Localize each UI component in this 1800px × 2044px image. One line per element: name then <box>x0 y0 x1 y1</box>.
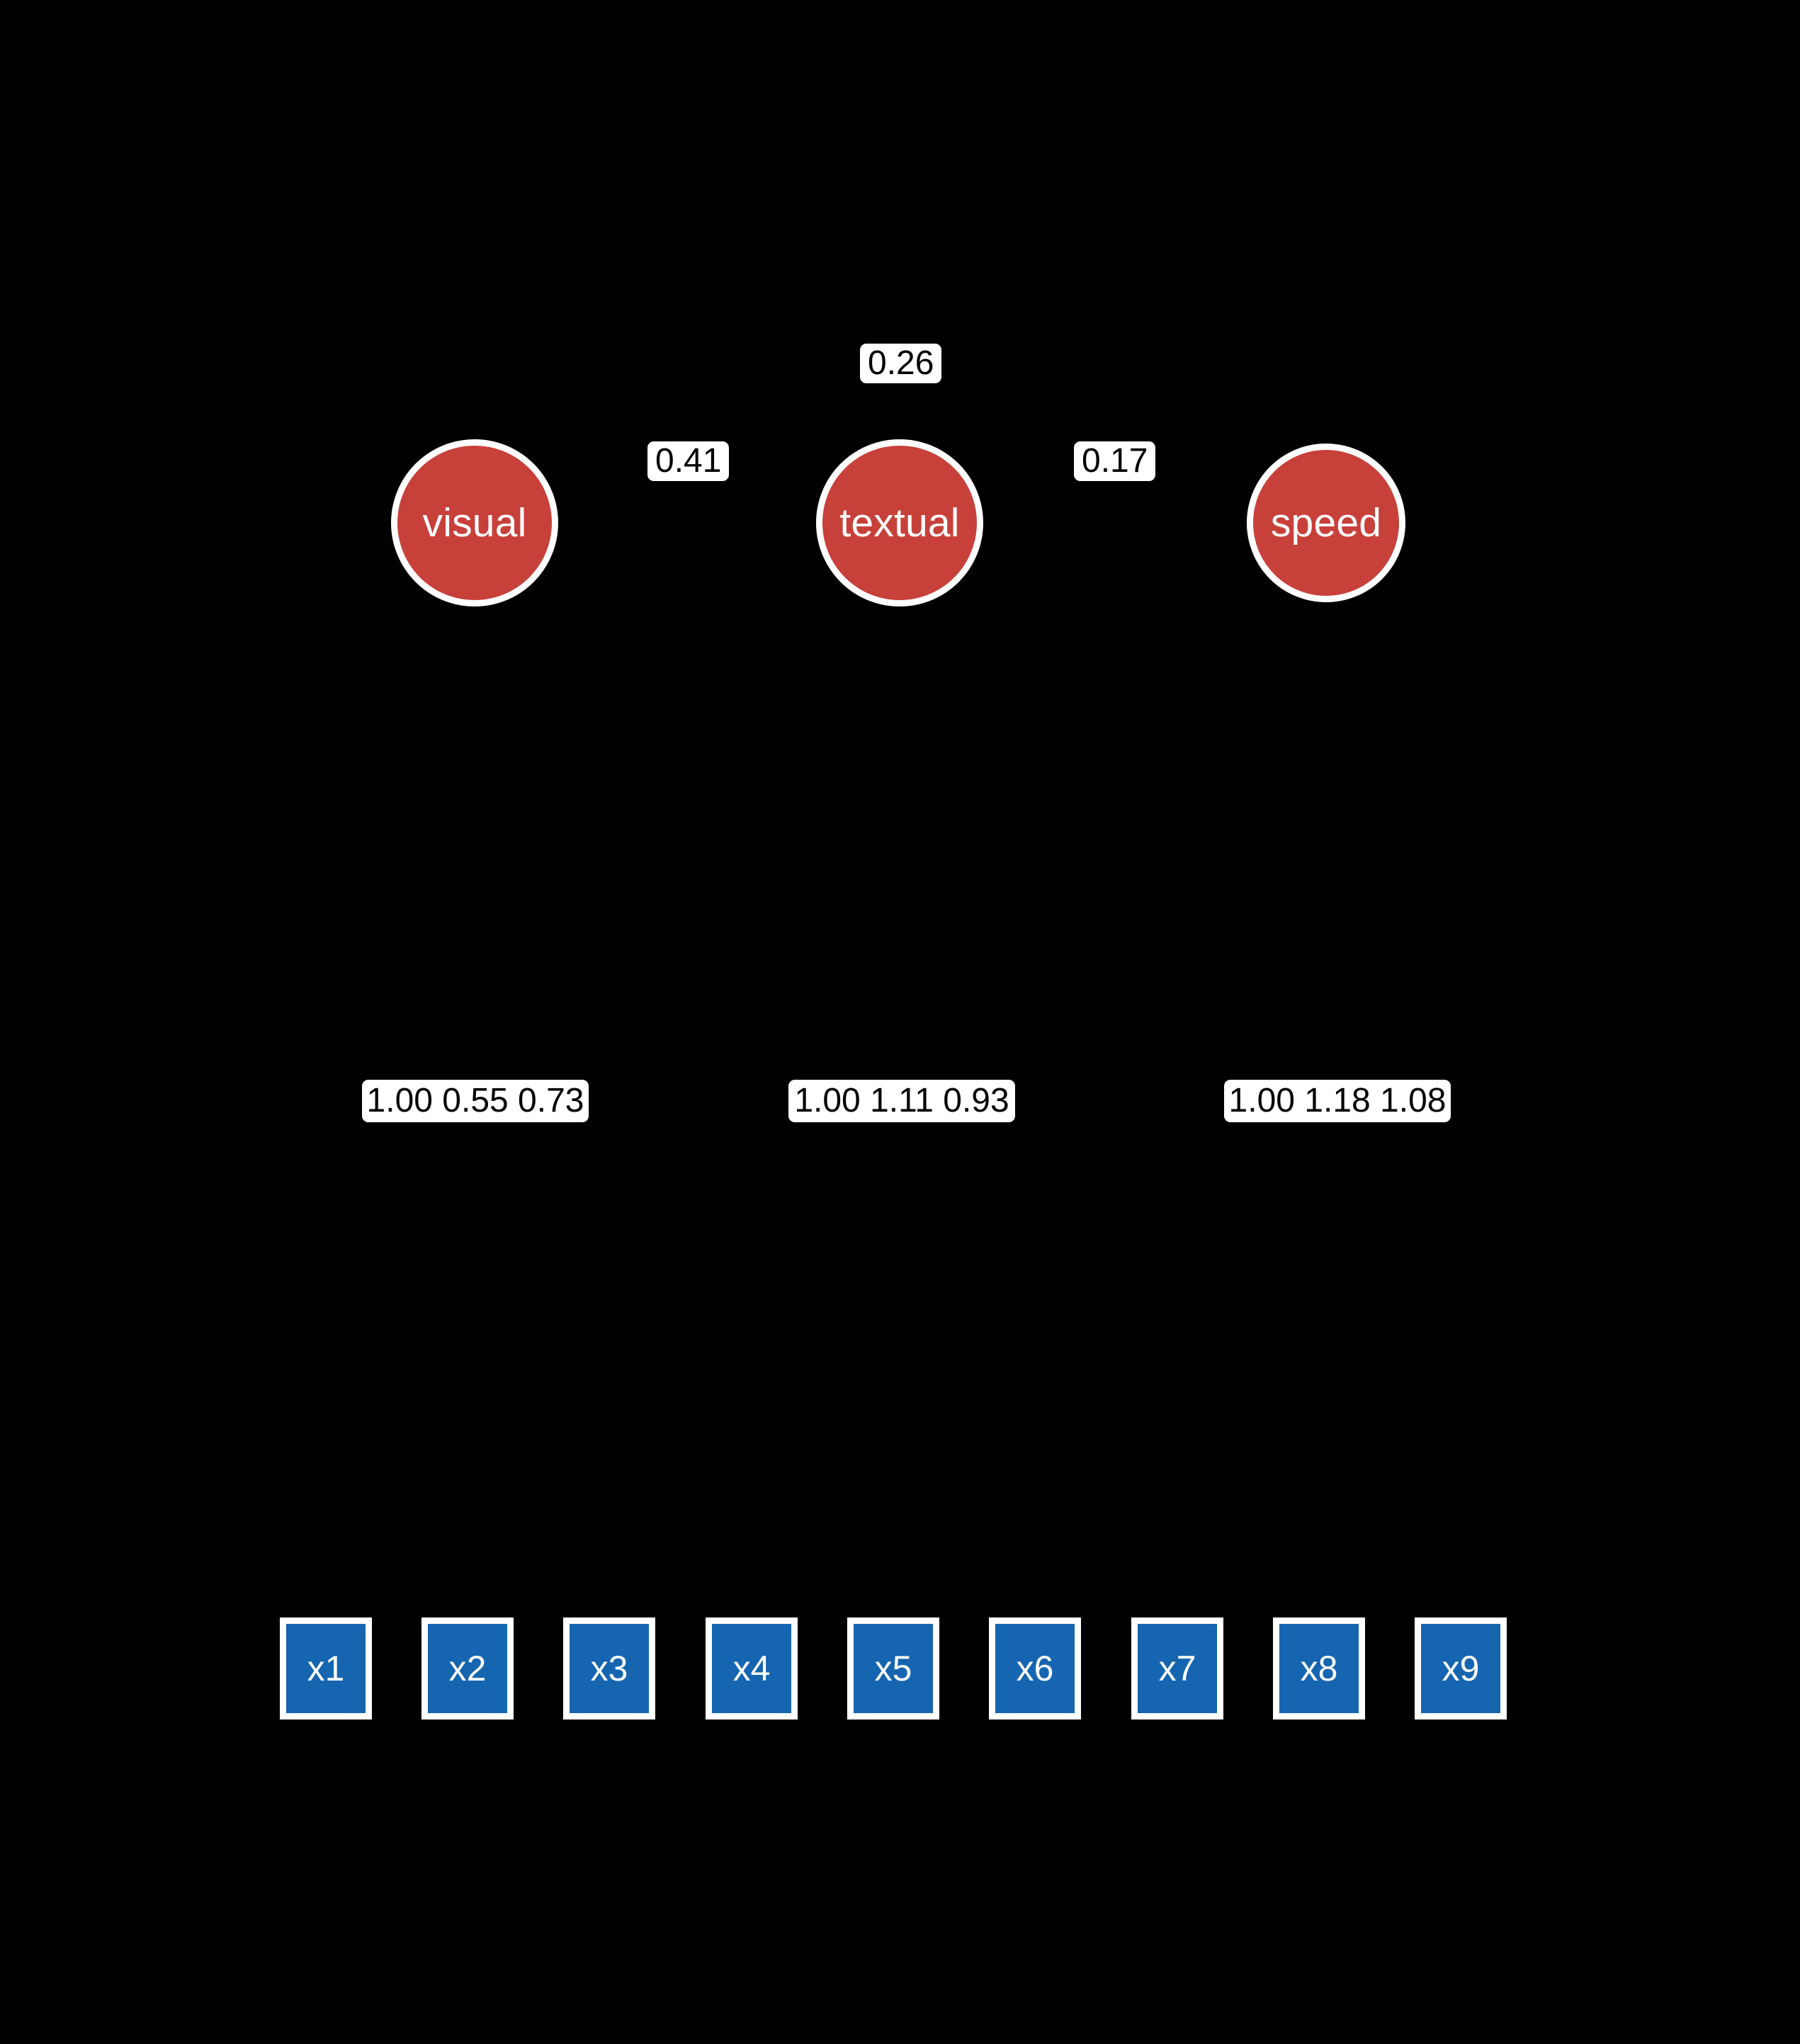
manifest-label-x1: x1 <box>307 1649 345 1688</box>
latent-node-speed[interactable]: speed <box>1247 444 1405 602</box>
manifest-node-x4[interactable]: x4 <box>706 1617 798 1720</box>
covariance-value-visual-textual: 0.41 <box>655 442 722 480</box>
covariance-value-textual-speed: 0.17 <box>1082 442 1148 480</box>
loading-values-speed: 1.00 1.18 1.08 <box>1228 1082 1447 1119</box>
loading-label-textual: 1.00 1.11 0.93 <box>788 1080 1015 1122</box>
edge-textual-speed <box>982 480 1248 525</box>
covariance-value-visual-speed: 0.26 <box>868 344 934 382</box>
latent-label-speed: speed <box>1270 499 1382 546</box>
manifest-node-x8[interactable]: x8 <box>1273 1617 1365 1720</box>
latent-label-visual: visual <box>422 499 527 546</box>
covariance-label-textual-speed: 0.17 <box>1074 441 1156 481</box>
manifest-node-x7[interactable]: x7 <box>1131 1617 1223 1720</box>
loading-values-visual: 1.00 0.55 0.73 <box>366 1082 584 1119</box>
manifest-label-x6: x6 <box>1016 1649 1054 1688</box>
edge-visual-textual <box>557 480 817 525</box>
manifest-label-x2: x2 <box>448 1649 487 1688</box>
manifest-label-x4: x4 <box>732 1649 771 1688</box>
manifest-node-x9[interactable]: x9 <box>1415 1617 1507 1720</box>
manifest-node-x6[interactable]: x6 <box>989 1617 1081 1720</box>
manifest-label-x8: x8 <box>1300 1649 1338 1688</box>
loading-label-visual: 1.00 0.55 0.73 <box>362 1080 589 1122</box>
latent-node-textual[interactable]: textual <box>816 439 983 606</box>
manifest-label-x3: x3 <box>590 1649 628 1688</box>
covariance-label-visual-textual: 0.41 <box>647 441 730 481</box>
manifest-label-x9: x9 <box>1442 1649 1480 1688</box>
manifest-label-x5: x5 <box>874 1649 912 1688</box>
loading-values-textual: 1.00 1.11 0.93 <box>794 1082 1009 1119</box>
manifest-node-x2[interactable]: x2 <box>421 1617 514 1720</box>
manifest-label-x7: x7 <box>1158 1649 1196 1688</box>
loading-label-speed: 1.00 1.18 1.08 <box>1224 1080 1451 1122</box>
manifest-node-x1[interactable]: x1 <box>280 1617 372 1720</box>
latent-label-textual: textual <box>839 499 960 546</box>
latent-node-visual[interactable]: visual <box>391 439 558 606</box>
manifest-node-x5[interactable]: x5 <box>847 1617 939 1720</box>
covariance-label-visual-speed: 0.26 <box>860 344 942 383</box>
manifest-node-x3[interactable]: x3 <box>563 1617 655 1720</box>
